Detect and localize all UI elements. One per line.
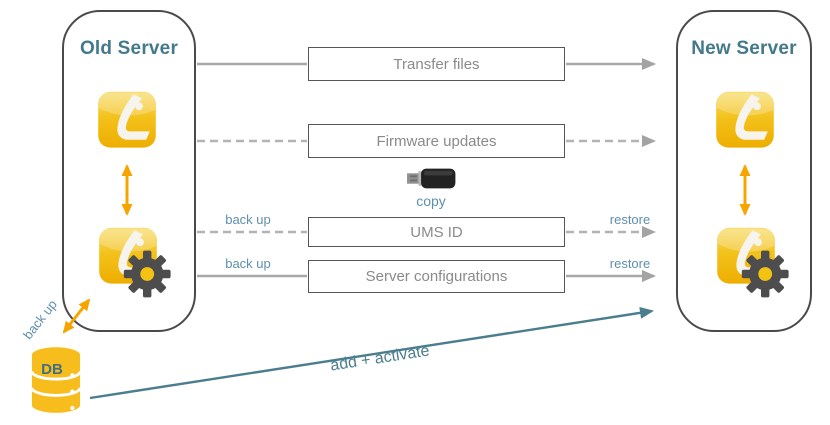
ums-id-label: UMS ID — [410, 223, 463, 241]
usb-copy-caption: copy — [416, 193, 446, 209]
firmware-updates-box: Firmware updates — [308, 124, 565, 158]
db-backup-caption: back up — [20, 296, 60, 343]
ums-id-box: UMS ID — [308, 217, 565, 247]
backup-caption-config: back up — [225, 256, 271, 271]
transfer-files-label: Transfer files — [393, 55, 480, 73]
restore-caption-config: restore — [609, 256, 651, 271]
backup-caption-umsid: back up — [225, 212, 271, 227]
new-server-title: New Server — [691, 38, 797, 59]
transfer-files-box: Transfer files — [308, 47, 565, 81]
restore-caption-umsid: restore — [609, 212, 651, 227]
usb-stick-icon — [407, 168, 456, 189]
server-configurations-box: Server configurations — [308, 260, 565, 293]
igel-app-gear-icon — [99, 227, 171, 298]
igel-app-icon — [98, 91, 156, 148]
firmware-updates-label: Firmware updates — [376, 132, 497, 150]
igel-app-icon — [716, 91, 774, 148]
old-server-title: Old Server — [79, 38, 179, 59]
db-label: DB — [41, 361, 63, 378]
igel-app-gear-icon — [717, 227, 789, 298]
server-configurations-label: Server configurations — [365, 268, 508, 285]
database-cylinder-icon — [30, 347, 82, 413]
add-activate-caption: add + activate — [329, 342, 431, 375]
gear-icon — [741, 250, 789, 298]
gear-icon — [123, 250, 171, 298]
